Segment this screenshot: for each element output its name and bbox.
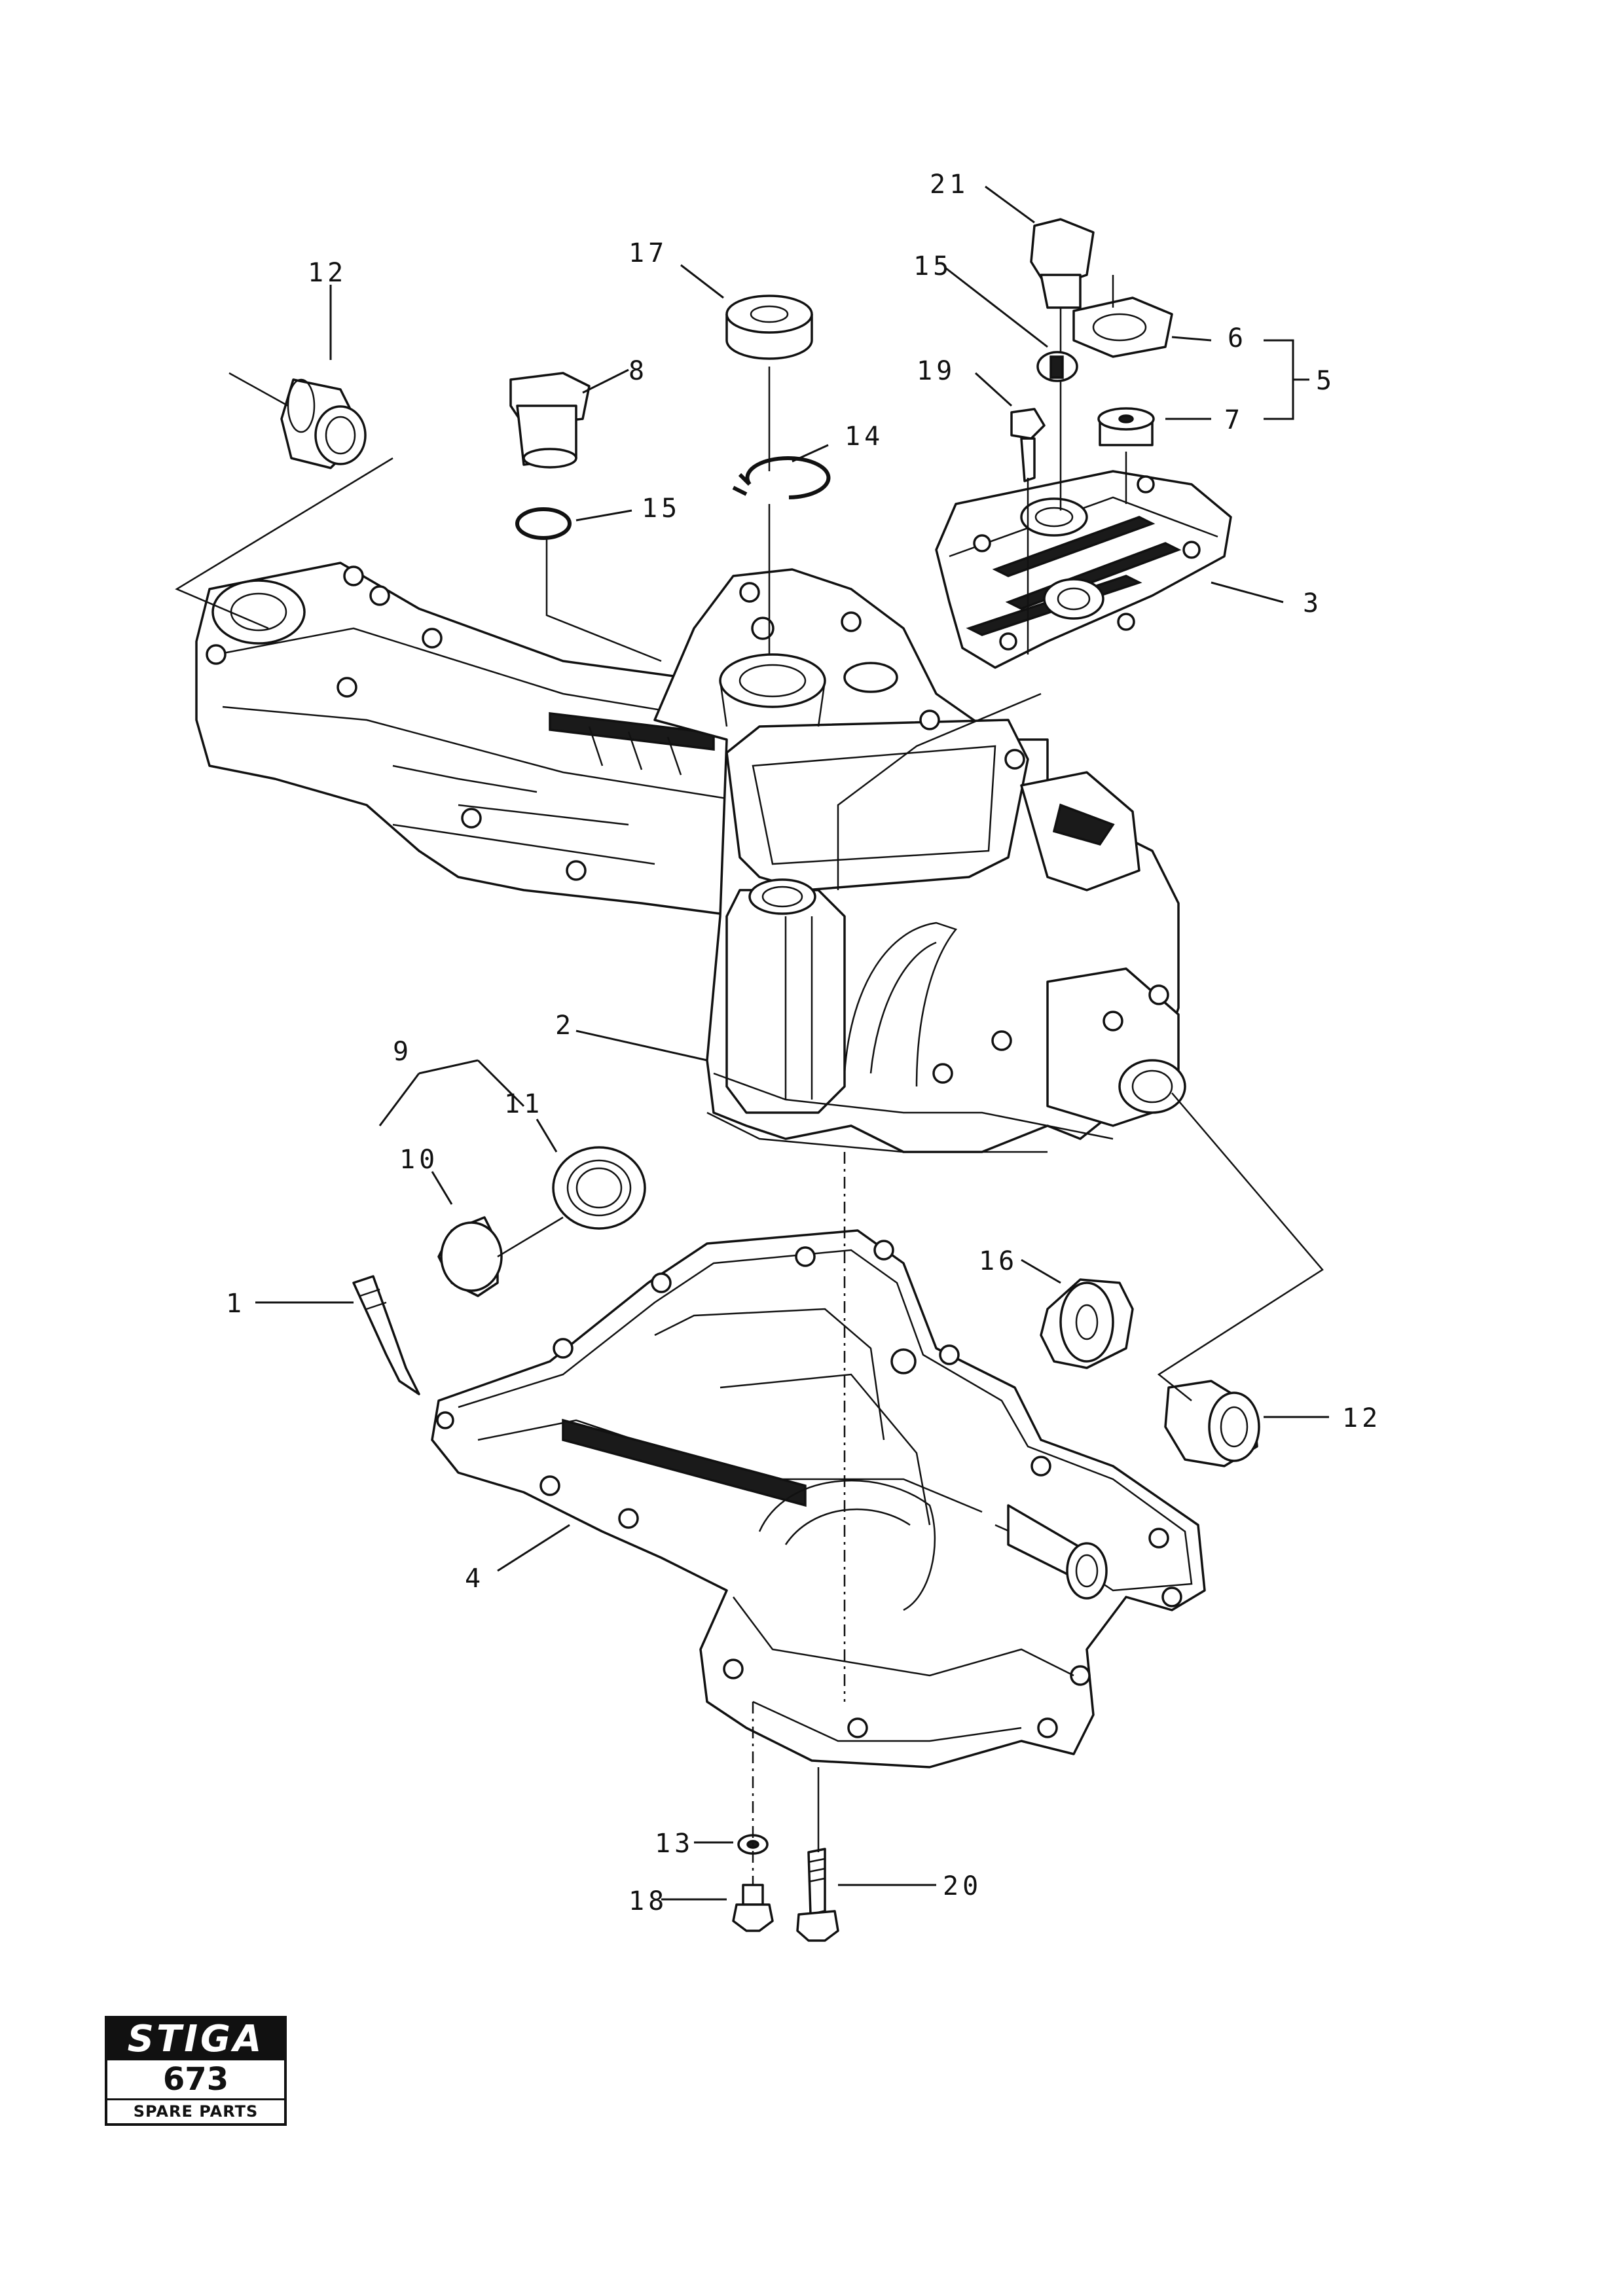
assembly-lines xyxy=(175,367,1324,1885)
logo-brand: STIGA xyxy=(107,2018,284,2060)
upper-housing xyxy=(195,562,1186,1153)
part-15-oring-right xyxy=(1036,351,1078,382)
part-19-bolt xyxy=(1010,408,1046,482)
part-11-seal xyxy=(552,1146,646,1230)
callout-19: 19 xyxy=(917,356,956,386)
callout-21: 21 xyxy=(930,170,969,200)
callout-15-left: 15 xyxy=(642,493,681,524)
callout-6: 6 xyxy=(1228,323,1247,353)
part-10-cap xyxy=(437,1216,503,1297)
callout-11: 11 xyxy=(504,1089,543,1119)
callout-8: 8 xyxy=(629,356,648,386)
callout-4: 4 xyxy=(465,1564,484,1594)
part-21-cap xyxy=(1030,218,1095,353)
part-14-circlip xyxy=(732,456,831,499)
callout-7: 7 xyxy=(1224,405,1244,435)
part-7-plug xyxy=(1097,407,1155,446)
callout-14: 14 xyxy=(845,422,884,452)
logo-subtitle: SPARE PARTS xyxy=(107,2098,284,2123)
stiga-spare-parts-logo: STIGA 673 SPARE PARTS xyxy=(105,2016,287,2126)
callout-12-lower: 12 xyxy=(1342,1403,1381,1433)
part-12-sleeve-upper xyxy=(280,378,367,469)
part-8-plug xyxy=(509,372,591,469)
callout-5: 5 xyxy=(1316,366,1336,396)
callout-1: 1 xyxy=(226,1289,246,1319)
callout-13: 13 xyxy=(655,1829,694,1859)
part-3-cover xyxy=(935,470,1232,669)
callout-15-right: 15 xyxy=(913,251,953,281)
part-18-bolt xyxy=(732,1884,774,1932)
part-15-oring-left xyxy=(515,507,572,540)
callout-10: 10 xyxy=(399,1145,439,1175)
callout-18: 18 xyxy=(629,1886,668,1916)
logo-model-number: 673 xyxy=(162,2061,229,2098)
lower-housing xyxy=(431,1229,1206,1768)
callout-12-upper: 12 xyxy=(308,258,347,288)
callout-16: 16 xyxy=(979,1246,1018,1276)
callout-labels: 12 17 21 15 19 6 5 7 8 14 15 3 2 9 11 10… xyxy=(226,170,1381,1916)
callout-leaders xyxy=(255,185,1329,1901)
part-1-pin xyxy=(352,1275,420,1395)
callout-20: 20 xyxy=(943,1871,982,1901)
callout-17: 17 xyxy=(629,238,668,268)
callout-3: 3 xyxy=(1303,588,1322,619)
part-12-sleeve-lower xyxy=(1164,1380,1260,1467)
part-17-washer xyxy=(725,295,813,360)
callout-2: 2 xyxy=(555,1011,575,1041)
part-16-washer xyxy=(1040,1278,1134,1369)
part-6-plate xyxy=(1072,275,1173,358)
part-20-bolt xyxy=(796,1848,839,1942)
callout-9: 9 xyxy=(393,1037,412,1067)
